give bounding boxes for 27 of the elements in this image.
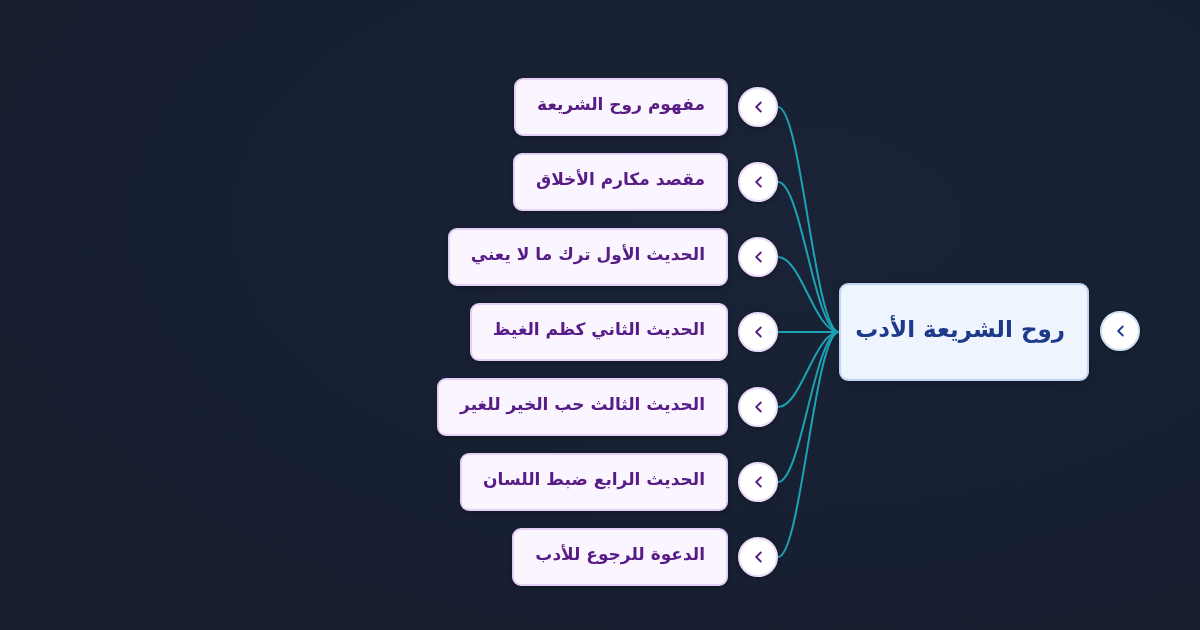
topic-text: الحديث الأول ترك ما لا يعني [470, 242, 705, 266]
subtopic-box [512, 153, 728, 211]
topic-text: الحديث الثاني كظم الغيظ [492, 317, 705, 341]
connector-line [777, 181, 840, 333]
connector-line [777, 331, 840, 408]
toggle-button [738, 387, 778, 427]
topic-text: مقصد مكارم الأخلاق [535, 167, 705, 191]
topic-text: مفهوم روح الشريعة [537, 92, 705, 116]
toggle-button [738, 237, 778, 277]
subtopic-box [460, 453, 728, 511]
toggle-button [738, 87, 778, 127]
toggle-button [738, 162, 778, 202]
root-topic-box [839, 283, 1089, 381]
subtopic-box [469, 303, 728, 361]
topic-text: الحديث الثالث حب الخير للغير [460, 392, 705, 416]
toggle-button [738, 537, 778, 577]
subtopic-box [437, 378, 728, 436]
connector-line [777, 331, 840, 558]
subtopic-box [514, 78, 728, 136]
subtopic-box [447, 228, 728, 286]
subtopic-box [512, 528, 728, 586]
toggle-button [1100, 311, 1140, 351]
topic-text: الدعوة للرجوع للأدب [535, 542, 705, 566]
toggle-button [738, 462, 778, 502]
toggle-button [738, 312, 778, 352]
topic-text: روح الشريعة الأدب [855, 315, 1065, 345]
topic-text: الحديث الرابع ضبط اللسان [483, 467, 705, 491]
